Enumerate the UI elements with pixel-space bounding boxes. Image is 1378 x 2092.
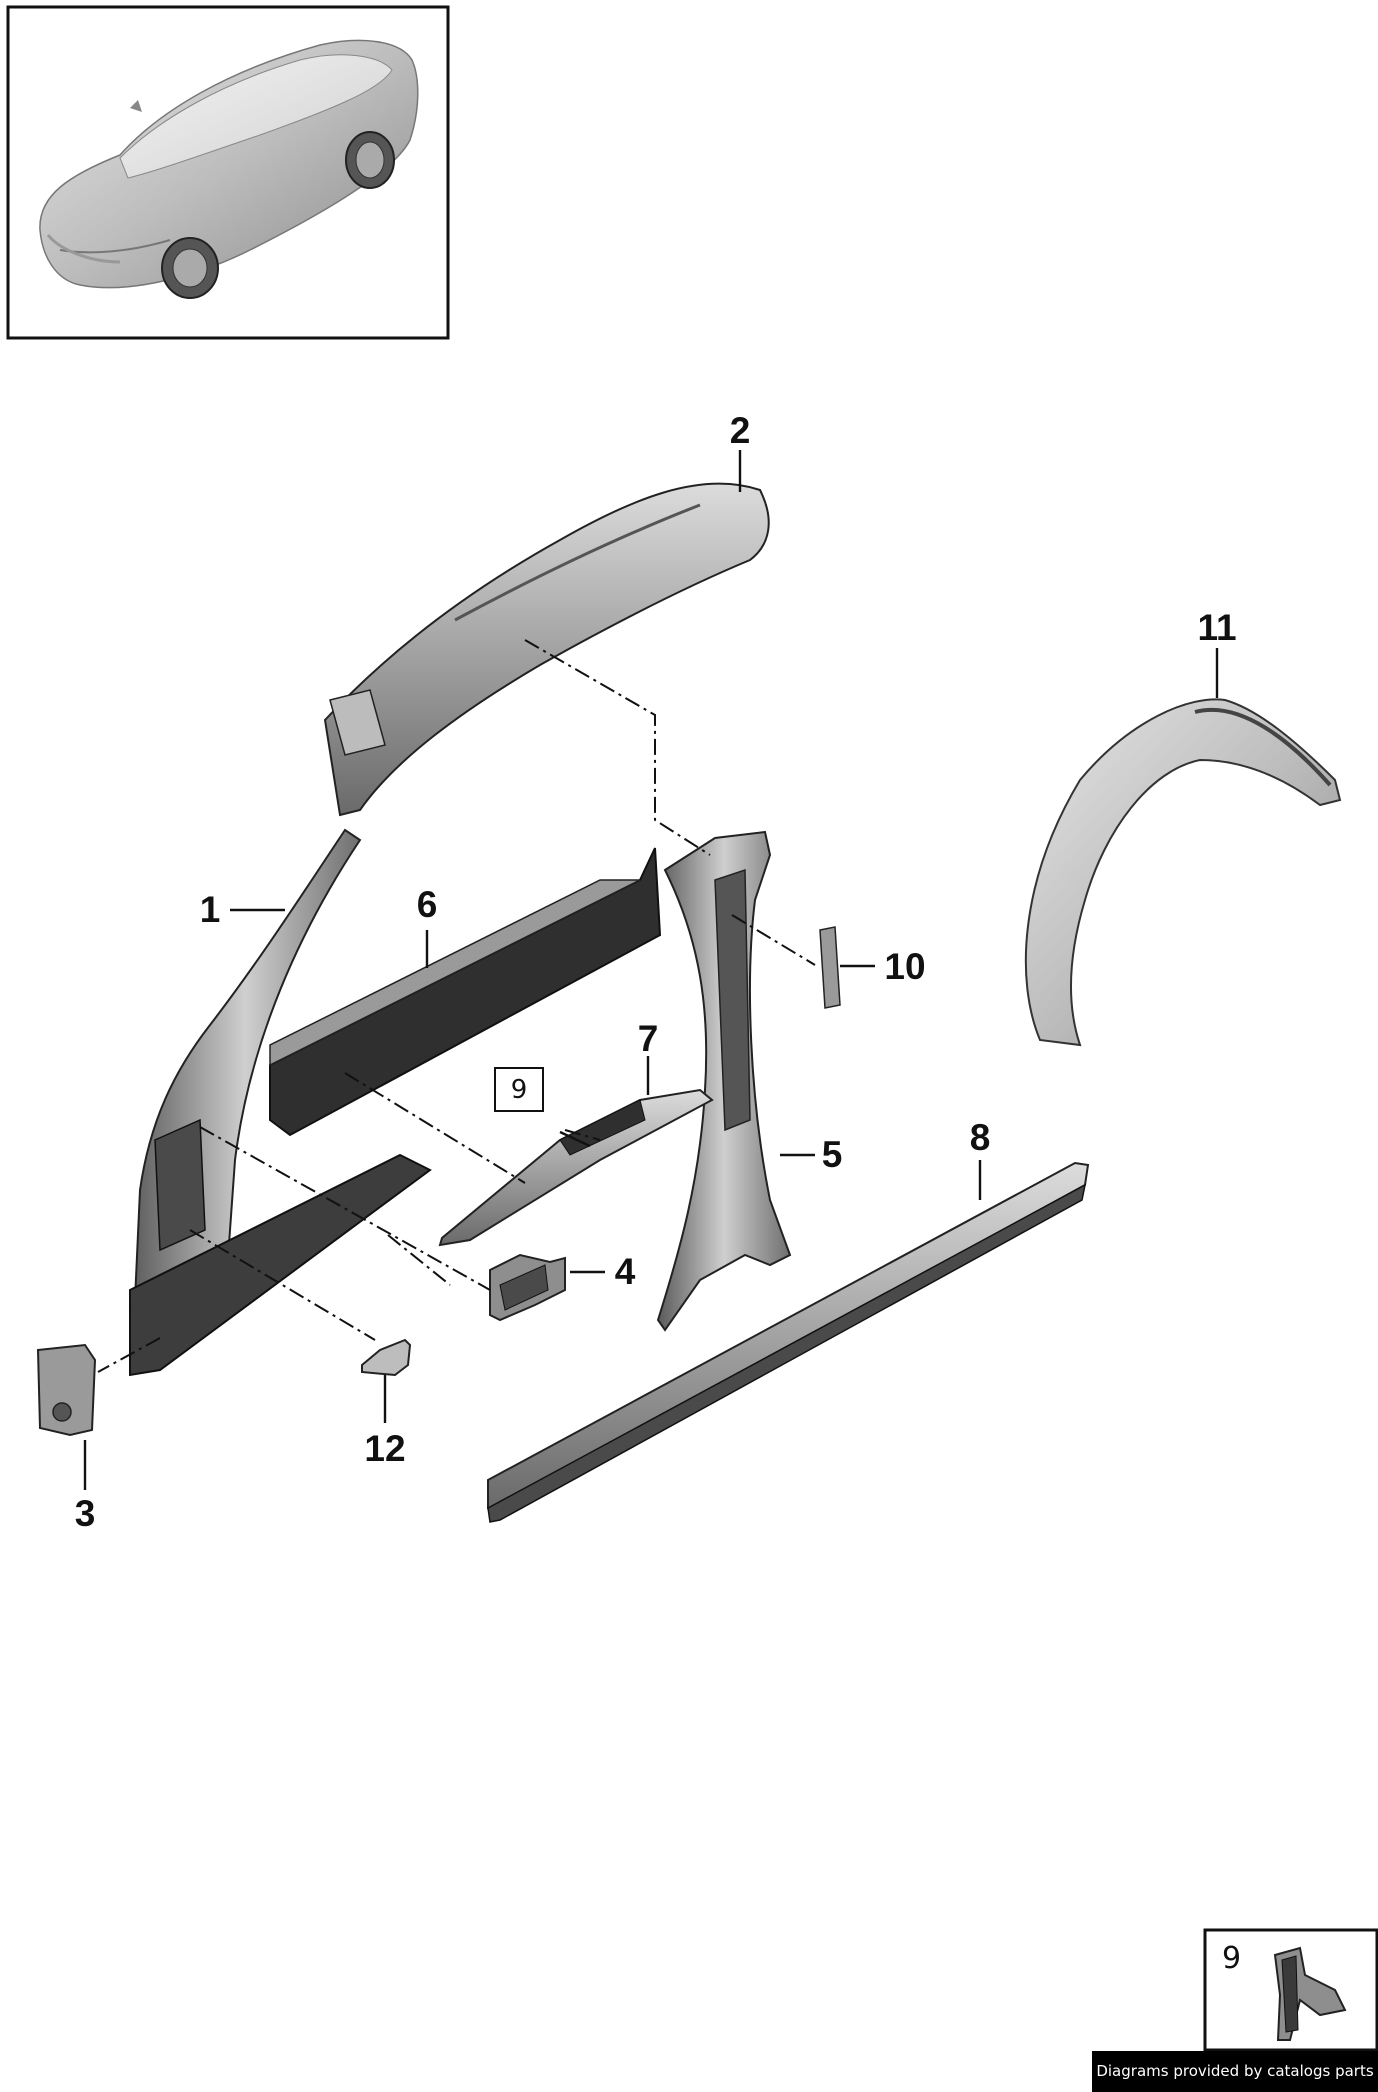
car-illustration bbox=[39, 39, 419, 299]
boxed-callout-9: 9 bbox=[511, 1075, 528, 1105]
boxed-reference-9: 9 bbox=[494, 1067, 544, 1112]
callout-11: 11 bbox=[1197, 607, 1236, 648]
callout-8: 8 bbox=[970, 1117, 991, 1158]
callout-5: 5 bbox=[822, 1134, 843, 1175]
part-8-outer-sill bbox=[487, 1161, 1090, 1523]
part-12-bracket bbox=[361, 1338, 412, 1377]
callout-7: 7 bbox=[638, 1018, 659, 1059]
detail-inset-label: 9 bbox=[1222, 1941, 1241, 1976]
callout-6: 6 bbox=[417, 884, 438, 925]
part-4-bracket bbox=[489, 1253, 566, 1322]
detail-part-illustration bbox=[1273, 1946, 1347, 2041]
callout-labels: 2 1 6 7 8 10 11 5 4 12 3 bbox=[75, 410, 1237, 1534]
detail-inset-9: 9 bbox=[1203, 1928, 1378, 2052]
part-3-end-cap bbox=[36, 1343, 97, 1437]
leader-lines bbox=[83, 450, 1219, 1490]
part-5-b-pillar bbox=[656, 830, 792, 1332]
vehicle-thumbnail bbox=[6, 5, 450, 340]
connection-lines bbox=[97, 639, 816, 1373]
callout-10: 10 bbox=[884, 946, 925, 987]
part-10-bracket bbox=[819, 926, 841, 1009]
callout-1: 1 bbox=[200, 889, 221, 930]
callout-3: 3 bbox=[75, 1493, 96, 1534]
part-11-wheel-housing bbox=[1024, 698, 1342, 1047]
part-2-roof-rail bbox=[323, 482, 770, 817]
callout-4: 4 bbox=[615, 1251, 636, 1292]
footer-credit-bar: Diagrams provided by catalogs parts bbox=[1092, 2051, 1378, 2092]
callout-12: 12 bbox=[364, 1428, 405, 1469]
footer-credit-text: Diagrams provided by catalogs parts bbox=[1096, 2062, 1374, 2080]
callout-2: 2 bbox=[730, 410, 751, 451]
part-7-reinforcement bbox=[438, 1088, 714, 1247]
part-6-inner-sill bbox=[269, 847, 662, 1137]
part-1-a-pillar bbox=[128, 828, 432, 1377]
